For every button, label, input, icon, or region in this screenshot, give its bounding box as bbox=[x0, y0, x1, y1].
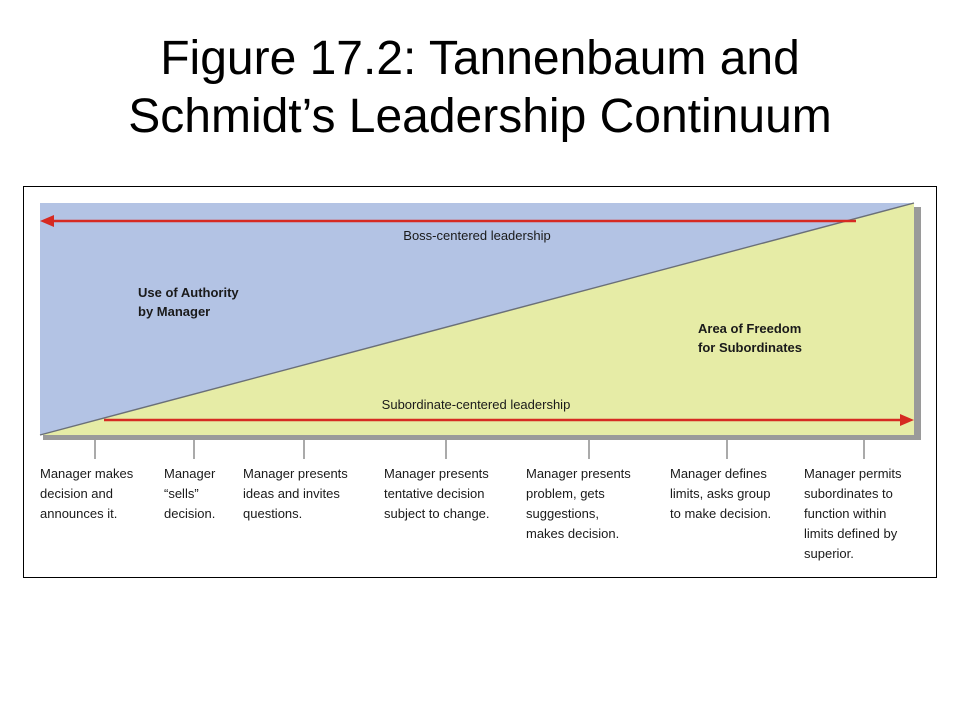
behavior-line: decision and bbox=[40, 486, 113, 501]
behavior-line: tentative decision bbox=[384, 486, 484, 501]
boss-arrow-label: Boss-centered leadership bbox=[403, 228, 550, 243]
behavior-line: Manager bbox=[164, 466, 216, 481]
diagonal-divider bbox=[39, 202, 915, 436]
behavior-line: limits defined by bbox=[804, 526, 898, 541]
behavior-line: Manager presents bbox=[384, 466, 489, 481]
behavior-line: to make decision. bbox=[670, 506, 771, 521]
behavior-description: Manager “sells” decision. bbox=[164, 466, 216, 521]
subordinate-arrow-head bbox=[900, 414, 914, 426]
behavior-line: ideas and invites bbox=[243, 486, 340, 501]
behavior-description: Manager defines limits, asks group to make… bbox=[670, 466, 771, 521]
box-shadow-bottom bbox=[43, 434, 921, 440]
behavior-line: Manager presents bbox=[243, 466, 348, 481]
behavior-description: Manager presents problem, gets suggestions… bbox=[526, 466, 631, 541]
continuum-ticks bbox=[94, 440, 865, 459]
subordinate-arrow-label: Subordinate-centered leadership bbox=[382, 397, 571, 412]
boss-arrow-head bbox=[40, 215, 54, 227]
freedom-label-line-1: Area of Freedom bbox=[698, 321, 801, 336]
behavior-line: questions. bbox=[243, 506, 302, 521]
figure-frame: Boss-centered leadership Subordinate-cen… bbox=[23, 186, 937, 578]
behavior-line: decision. bbox=[164, 506, 215, 521]
behavior-line: function within bbox=[804, 506, 886, 521]
behavior-description: Manager permits subordinates to function w… bbox=[804, 466, 902, 561]
title-line-1: Figure 17.2: Tannenbaum and bbox=[160, 32, 800, 85]
behavior-line: “sells” bbox=[164, 486, 199, 501]
behavior-description: Manager presents ideas and invites questio… bbox=[243, 466, 348, 521]
leadership-continuum-diagram: Boss-centered leadership Subordinate-cen… bbox=[39, 202, 921, 561]
behavior-line: announces it. bbox=[40, 506, 117, 521]
freedom-label-line-2: for Subordinates bbox=[698, 340, 802, 355]
behavior-description: Manager presents tentative decision subjec… bbox=[384, 466, 490, 521]
behavior-line: makes decision. bbox=[526, 526, 619, 541]
title-line-2: Schmidt’s Leadership Continuum bbox=[128, 90, 832, 143]
behavior-line: superior. bbox=[804, 546, 854, 561]
slide-title: Figure 17.2: Tannenbaum and Schmidt’s Le… bbox=[0, 30, 960, 146]
behavior-line: problem, gets bbox=[526, 486, 605, 501]
freedom-label: Area of Freedom for Subordinates bbox=[698, 321, 805, 355]
behavior-line: subject to change. bbox=[384, 506, 490, 521]
behavior-line: Manager defines bbox=[670, 466, 767, 481]
authority-label: Use of Authority by Manager bbox=[138, 285, 242, 319]
behavior-line: suggestions, bbox=[526, 506, 599, 521]
authority-label-line-2: by Manager bbox=[138, 304, 210, 319]
box-shadow-right bbox=[914, 207, 921, 440]
behavior-description: Manager makes decision and announces it. bbox=[40, 466, 134, 521]
behavior-line: limits, asks group bbox=[670, 486, 770, 501]
behavior-line: Manager permits bbox=[804, 466, 902, 481]
authority-label-line-1: Use of Authority bbox=[138, 285, 239, 300]
behavior-line: Manager presents bbox=[526, 466, 631, 481]
behavior-line: subordinates to bbox=[804, 486, 893, 501]
behavior-line: Manager makes bbox=[40, 466, 134, 481]
